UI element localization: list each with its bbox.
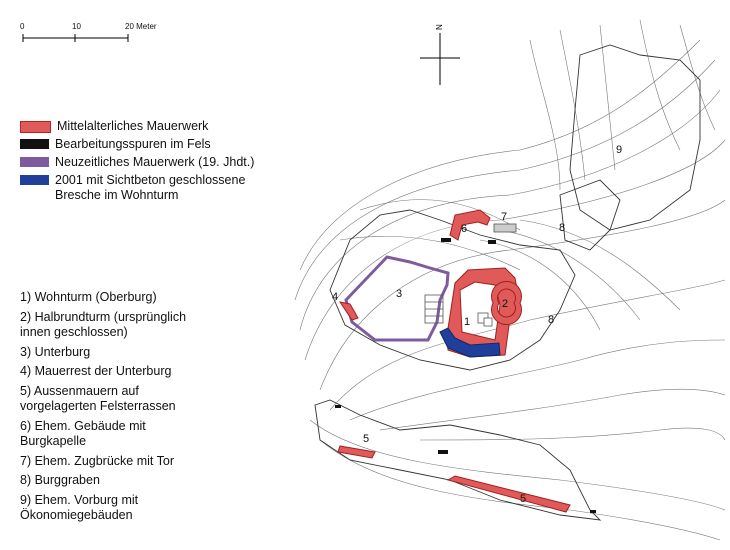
breach-concrete — [439, 327, 501, 358]
label-kapelle: 6 — [461, 223, 467, 235]
staircase — [424, 294, 444, 324]
swatch-blue — [20, 175, 49, 185]
key-item-9: 9) Ehem. Vorburg mit Ökonomiegebäuden — [20, 492, 139, 523]
north-label: N — [435, 24, 444, 30]
key-item-7: 7) Ehem. Zugbrücke mit Tor — [20, 453, 174, 468]
halbrundturm — [491, 281, 522, 325]
medieval-walls — [337, 209, 571, 513]
north-arrow-icon — [420, 33, 460, 85]
scale-label-10: 10 — [72, 22, 81, 31]
label-burggraben-1: 8 — [559, 222, 565, 234]
label-zugbruecke: 7 — [501, 211, 507, 223]
legend-label: Mittelalterliches Mauerwerk — [57, 119, 209, 133]
swatch-black — [20, 139, 49, 149]
kapelle-walls — [449, 209, 491, 241]
key-item-6: 6) Ehem. Gebäude mit Burgkapelle — [20, 418, 146, 449]
drawbridge — [493, 223, 517, 233]
legend-item-breach: 2001 mit Sichtbeton geschlossene Bresche… — [20, 173, 254, 203]
label-burggraben-2: 8 — [548, 314, 554, 326]
label-aussenmauer-2: 5 — [520, 493, 526, 505]
label-vorburg: 9 — [616, 144, 622, 156]
mauerrest-unterburg — [338, 301, 359, 321]
numbered-key: 1) Wohnturm (Oberburg) 2) Halbrundturm (… — [20, 290, 186, 528]
contour-lines — [294, 19, 726, 541]
label-unterburg: 3 — [396, 288, 402, 300]
legend-label: Bearbeitungsspuren im Fels — [55, 137, 211, 151]
legend: Mittelalterliches Mauerwerk Bearbeitungs… — [20, 119, 254, 206]
scale-bar — [22, 34, 129, 42]
aussenmauer-lower — [446, 475, 571, 513]
swatch-red — [20, 121, 51, 133]
legend-label: Neuzeitliches Mauerwerk (19. Jhdt.) — [55, 155, 255, 169]
label-halbrundturm: 2 — [502, 298, 508, 310]
modern-wall-unterburg — [344, 255, 450, 342]
swatch-purple — [20, 157, 49, 167]
wohnturm-interior — [477, 312, 493, 327]
legend-item-medieval: Mittelalterliches Mauerwerk — [20, 119, 254, 134]
rock-outlines — [314, 44, 701, 521]
label-wohnturm: 1 — [464, 316, 470, 328]
rock-tool-marks — [335, 238, 596, 513]
legend-label: 2001 mit Sichtbeton geschlossene Bresche… — [55, 173, 246, 202]
key-item-5: 5) Aussenmauern auf vorgelagerten Felste… — [20, 383, 176, 414]
scale-label-0: 0 — [20, 22, 25, 31]
key-item-1: 1) Wohnturm (Oberburg) — [20, 290, 157, 304]
legend-item-tool-marks: Bearbeitungsspuren im Fels — [20, 137, 254, 152]
key-item-4: 4) Mauerrest der Unterburg — [20, 364, 172, 378]
legend-item-modern: Neuzeitliches Mauerwerk (19. Jhdt.) — [20, 155, 254, 170]
scale-label-20: 20 Meter — [125, 22, 157, 31]
key-item-3: 3) Unterburg — [20, 344, 91, 359]
aussenmauer-upper — [337, 445, 376, 459]
map-labels: 1 2 3 4 5 5 6 7 8 8 9 — [332, 144, 622, 505]
label-aussenmauer-1: 5 — [363, 433, 369, 445]
key-item-2: 2) Halbrundturm (ursprünglich innen gesc… — [20, 309, 187, 340]
key-item-8: 8) Burggraben — [20, 473, 100, 487]
label-mauerrest: 4 — [332, 291, 338, 303]
